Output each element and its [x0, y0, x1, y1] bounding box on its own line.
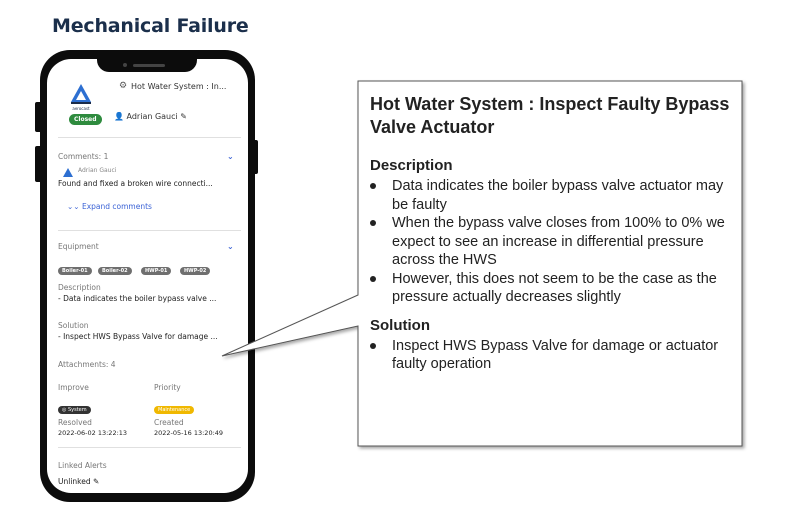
callout-title: Hot Water System : Inspect Faulty Bypass…	[370, 94, 730, 137]
comments-chevron-icon[interactable]: ⌄	[227, 152, 234, 161]
callout-description-heading: Description	[370, 157, 453, 174]
company-logo-icon	[71, 84, 91, 104]
status-badge: Closed	[69, 114, 102, 125]
equipment-tag[interactable]: HWP-02	[180, 267, 211, 275]
equipment-tag[interactable]: Boiler-02	[98, 267, 132, 275]
phone-frame: aerocast ⚙ Hot Water System : In... Clos…	[40, 50, 255, 502]
comment-text: Found and fixed a broken wire connecti..…	[58, 179, 213, 188]
edit-pencil-icon[interactable]: ✎	[180, 112, 187, 121]
equipment-tag[interactable]: Boiler-01	[58, 267, 92, 275]
callout-solution-list: Inspect HWS Bypass Valve for damage or a…	[370, 337, 735, 374]
phone-power-button	[252, 140, 258, 174]
edit-pencil-icon[interactable]: ✎	[93, 477, 100, 486]
created-value: 2022-05-16 13:20:49	[154, 429, 224, 437]
equipment-label: Equipment	[58, 242, 99, 251]
divider	[58, 230, 241, 231]
user-icon: 👤	[114, 112, 124, 121]
attachments-label[interactable]: Attachments: 4	[58, 360, 116, 369]
phone-volume-up-button	[35, 102, 42, 132]
assignee-name: Adrian Gauci	[126, 112, 178, 121]
divider	[58, 137, 241, 138]
phone-volume-down-button	[35, 146, 42, 182]
divider	[58, 447, 241, 448]
priority-badge: Maintenance	[154, 406, 195, 414]
list-item: Inspect HWS Bypass Valve for damage or a…	[370, 337, 735, 374]
list-item: Data indicates the boiler bypass valve a…	[370, 177, 735, 214]
callout-content: Hot Water System : Inspect Faulty Bypass…	[370, 93, 735, 374]
page-title: Mechanical Failure	[52, 15, 249, 37]
equipment-tag[interactable]: HWP-01	[141, 267, 172, 275]
list-item: When the bypass valve closes from 100% t…	[370, 214, 735, 270]
comment-author: Adrian Gauci	[78, 167, 117, 174]
resolved-label: Resolved	[58, 418, 92, 427]
issue-title[interactable]: Hot Water System : In...	[131, 82, 227, 91]
expand-comments-link[interactable]: ⌄⌄ Expand comments	[67, 202, 152, 211]
solution-text: - Inspect HWS Bypass Valve for damage ..…	[58, 332, 218, 341]
double-chevron-down-icon: ⌄⌄	[67, 202, 80, 211]
resolved-value: 2022-06-02 13:22:13	[58, 429, 128, 437]
callout-solution-heading: Solution	[370, 316, 430, 334]
list-item: However, this does not seem to be the ca…	[370, 270, 735, 307]
improve-badge: ◎ System	[58, 406, 91, 414]
description-label: Description	[58, 283, 101, 292]
callout-description-list: Data indicates the boiler bypass valve a…	[370, 177, 735, 307]
equipment-chevron-icon[interactable]: ⌄	[227, 242, 234, 251]
system-icon: ◎	[62, 407, 67, 413]
phone-notch	[97, 59, 197, 72]
improve-label: Improve	[58, 383, 89, 392]
comment-author-avatar-icon	[63, 168, 73, 177]
phone-screen: aerocast ⚙ Hot Water System : In... Clos…	[47, 59, 248, 493]
improve-value: System	[67, 407, 87, 413]
solution-label: Solution	[58, 321, 89, 330]
priority-label: Priority	[154, 383, 181, 392]
gear-icon: ⚙	[119, 81, 128, 91]
linked-alerts-text: Unlinked	[58, 477, 91, 486]
company-logo-text: aerocast	[72, 106, 90, 111]
description-text: - Data indicates the boiler bypass valve…	[58, 294, 217, 303]
expand-comments-label: Expand comments	[81, 202, 152, 211]
comments-count: Comments: 1	[58, 152, 109, 161]
linked-alerts-label: Linked Alerts	[58, 461, 107, 470]
linked-alerts-value[interactable]: Unlinked ✎	[58, 477, 99, 486]
created-label: Created	[154, 418, 184, 427]
assignee[interactable]: 👤 Adrian Gauci ✎	[114, 112, 187, 121]
